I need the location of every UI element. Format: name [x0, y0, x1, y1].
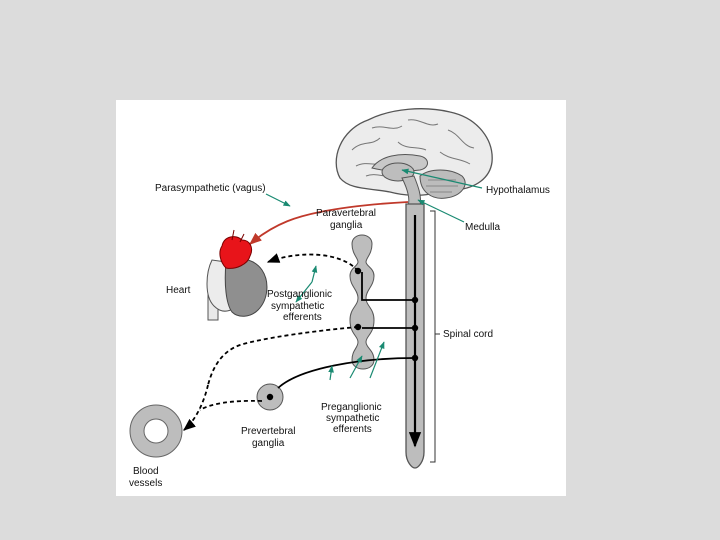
spinal-cord-bracket: [430, 210, 436, 463]
prevertebral-label-line2: ganglia: [252, 438, 285, 449]
paravertebral-label-line1: Paravertebral: [316, 208, 376, 219]
preganglionic-label-line1: Preganglionic: [321, 402, 382, 413]
preganglionic-label-line2: sympathetic: [326, 413, 379, 424]
prevertebral-label-line1: Prevertebral: [241, 426, 295, 437]
blood-vessels-label-line2: vessels: [129, 478, 162, 489]
blood-vessel-icon: [129, 404, 183, 458]
brain-icon: [335, 108, 493, 207]
preganglionic-efferents: [277, 272, 416, 389]
spinal-cord-label: Spinal cord: [443, 329, 493, 340]
postganglionic-label-line2: sympathetic: [271, 301, 324, 312]
parasympathetic-label: Parasympathetic (vagus): [155, 183, 266, 194]
preganglionic-label-line3: efferents: [333, 424, 372, 435]
heart-label: Heart: [166, 285, 191, 296]
parasympathetic-pathway: [249, 201, 409, 245]
heart-icon: [206, 229, 268, 321]
paravertebral-ganglia-chain: [349, 234, 375, 370]
blood-vessels-label-line1: Blood: [133, 466, 159, 477]
hypothalamus-label: Hypothalamus: [486, 185, 550, 196]
paravertebral-label-line2: ganglia: [330, 220, 363, 231]
label-pointers: [265, 168, 483, 381]
postganglionic-efferents: [183, 253, 359, 431]
medulla-label: Medulla: [465, 222, 500, 233]
postganglionic-label-line3: efferents: [283, 312, 322, 323]
postganglionic-label-line1: Postganglionic: [267, 289, 332, 300]
